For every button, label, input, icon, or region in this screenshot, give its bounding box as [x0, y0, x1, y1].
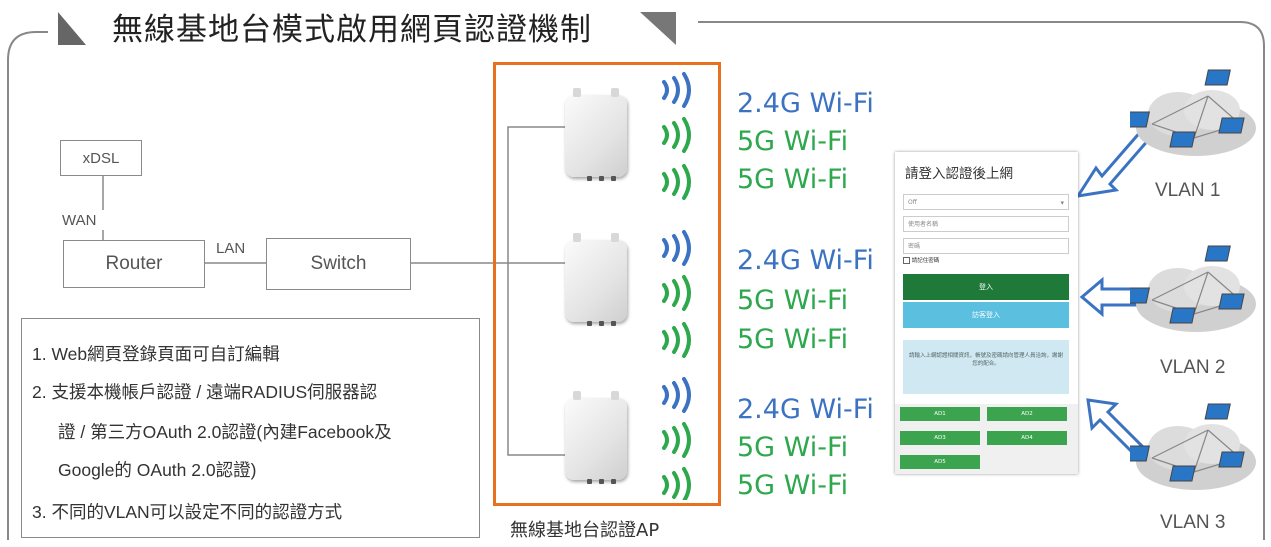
captive-portal-mockup: 請登入認證後上網 Off ▾ 使用者名稱 密碼 請記住密碼 登入 訪客登入 請輸… [895, 152, 1078, 474]
xdsl-label: xDSL [82, 149, 120, 167]
wifi-band-label: 5G Wi-Fi [737, 470, 849, 501]
portal-grid-button[interactable]: AD5 [900, 455, 980, 469]
portal-grid-button[interactable]: AD4 [987, 431, 1067, 445]
checkbox-icon [903, 257, 910, 264]
wifi-band-label: 2.4G Wi-Fi [737, 245, 874, 276]
feature-line: 3. 不同的VLAN可以設定不同的認證方式 [32, 502, 343, 522]
title-right-triangle [640, 12, 676, 45]
ap-caption: 無線基地台認證AP [510, 520, 660, 541]
portal-title: 請登入認證後上網 [905, 166, 1013, 182]
access-point-3 [565, 391, 627, 484]
router-box: Router [63, 240, 205, 288]
feature-line: 證 / 第三方OAuth 2.0認證(內建Facebook及 [58, 422, 392, 442]
switch-label: Switch [310, 253, 367, 274]
router-label: Router [105, 253, 163, 274]
network-cloud-icon [1130, 69, 1256, 156]
vlan-label: VLAN 2 [1160, 357, 1226, 378]
access-point-1 [565, 88, 627, 181]
portal-grid-button[interactable]: AD2 [987, 407, 1067, 421]
wifi-band-label: 5G Wi-Fi [737, 285, 849, 316]
wifi-band-label: 5G Wi-Fi [737, 164, 849, 195]
ap-group-box [493, 62, 721, 506]
portal-info-text: 請輸入上網認證相關資訊，帳號及密碼請向管理人員洽詢，謝謝您的配合。 [903, 340, 1069, 394]
wan-label: WAN [62, 212, 97, 229]
feature-line: Google的 OAuth 2.0認證) [58, 460, 257, 480]
feature-line: 2. 支援本機帳戶認證 / 遠端RADIUS伺服器認 [32, 382, 378, 402]
switch-box: Switch [266, 238, 411, 290]
portal-username-field[interactable]: 使用者名稱 [903, 216, 1069, 232]
portal-guest-login-button[interactable]: 訪客登入 [903, 302, 1069, 328]
wifi-band-label: 2.4G Wi-Fi [737, 394, 874, 425]
chevron-down-icon: ▾ [1060, 199, 1064, 207]
portal-password-field[interactable]: 密碼 [903, 238, 1069, 254]
feature-line: 1. Web網頁登錄頁面可自訂編輯 [32, 344, 280, 364]
portal-auth-select[interactable]: Off ▾ [903, 194, 1069, 210]
wifi-band-label: 5G Wi-Fi [737, 324, 849, 355]
lan-label: LAN [216, 240, 246, 257]
network-cloud-icon [1130, 403, 1256, 490]
wifi-band-label: 5G Wi-Fi [737, 432, 849, 463]
xdsl-box: xDSL [60, 140, 142, 176]
portal-grid-button[interactable]: AD1 [900, 407, 980, 421]
portal-button-grid: AD1 AD2 AD3 AD4 AD5 [895, 404, 1078, 474]
wifi-waves-icon [662, 72, 691, 500]
portal-grid-button[interactable]: AD3 [900, 431, 980, 445]
page-title: 無線基地台模式啟用網頁認證機制 [112, 12, 592, 48]
wifi-band-label: 2.4G Wi-Fi [737, 88, 874, 119]
network-cloud-icon [1130, 245, 1256, 332]
title-left-triangle [58, 12, 86, 45]
wifi-band-label: 5G Wi-Fi [737, 126, 849, 157]
portal-remember-checkbox[interactable]: 請記住密碼 [903, 256, 939, 264]
portal-login-button[interactable]: 登入 [903, 274, 1069, 300]
vlan-label: VLAN 1 [1155, 180, 1221, 201]
vlan-label: VLAN 3 [1160, 512, 1226, 533]
features-box: 1. Web網頁登錄頁面可自訂編輯 2. 支援本機帳戶認證 / 遠端RADIUS… [21, 318, 480, 538]
access-point-2 [565, 233, 627, 326]
